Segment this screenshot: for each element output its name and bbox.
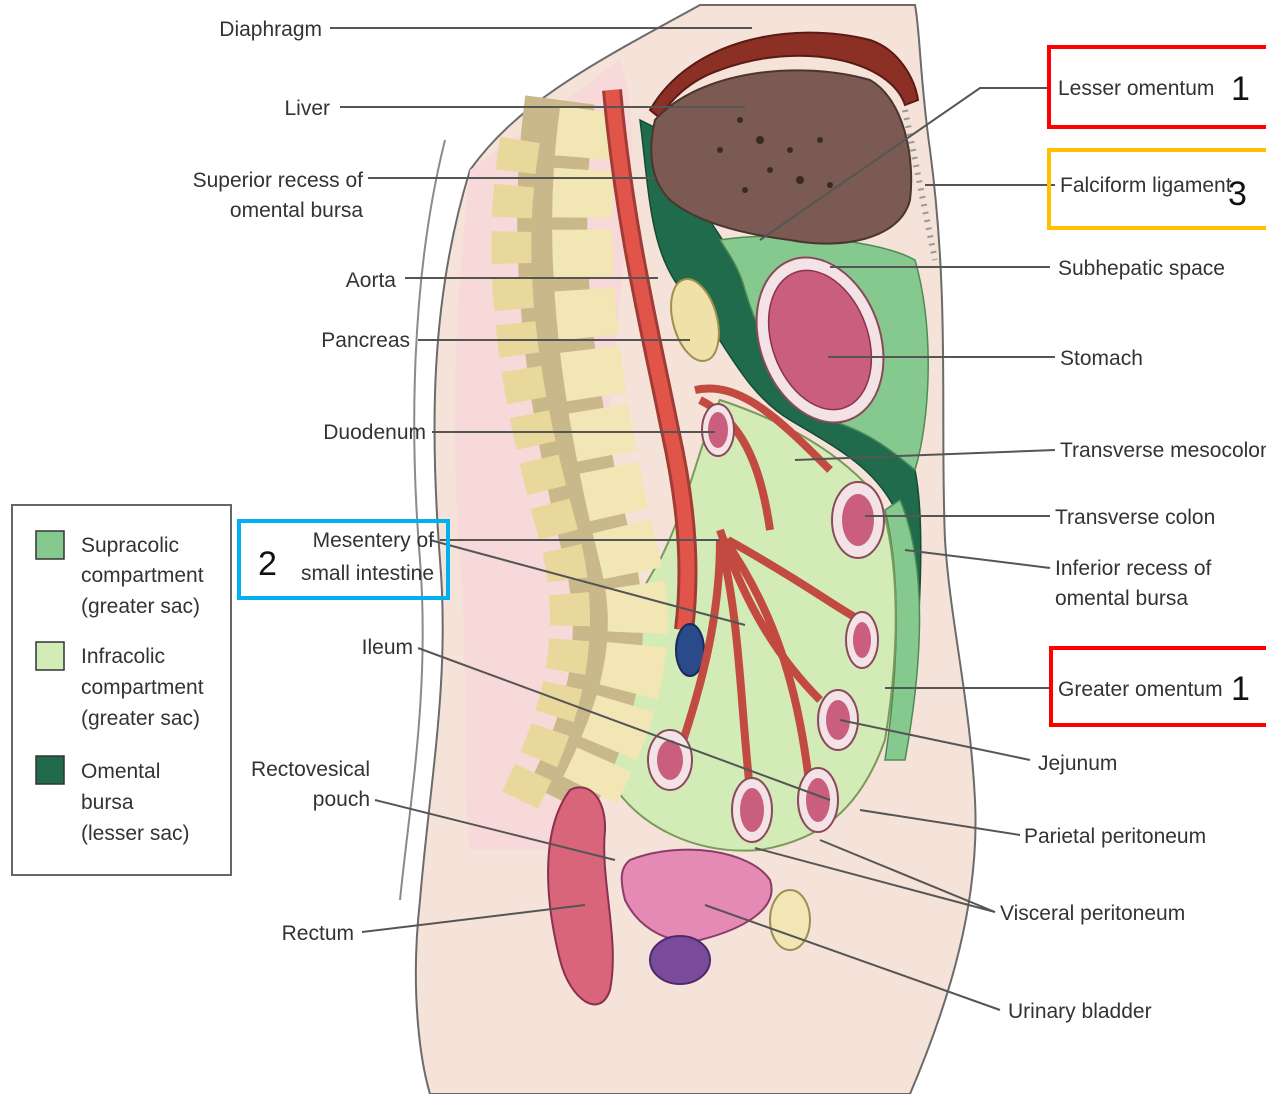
legend-supracolic-2: compartment [81,564,204,587]
label-subhepatic: Subhepatic space [1058,257,1225,280]
label-visceral-peritoneum: Visceral peritoneum [1000,902,1185,925]
legend-swatch-infracolic [36,642,64,670]
legend-omental-1: Omental [81,760,160,783]
labels-right: Lesser omentum Falciform ligament Subhep… [1000,77,1266,1023]
num-mesentery: 2 [258,545,277,583]
legend-infracolic-1: Infracolic [81,645,165,668]
label-duodenum: Duodenum [323,421,426,444]
legend-swatch-omental-bursa [36,756,64,784]
label-rectovesical-1: Rectovesical [251,758,370,781]
label-lesser-omentum: Lesser omentum [1058,77,1214,100]
label-superior-recess-1: Superior recess of [193,169,364,192]
vena-cava [676,624,704,676]
legend-supracolic-1: Supracolic [81,534,179,557]
label-transverse-mesocolon: Transverse mesocolon [1060,439,1266,462]
label-rectum: Rectum [282,922,354,945]
legend-infracolic-3: (greater sac) [81,707,200,730]
legend-infracolic-2: compartment [81,676,204,699]
label-transverse-colon: Transverse colon [1055,506,1215,529]
legend-swatch-supracolic [36,531,64,559]
label-falciform: Falciform ligament [1060,174,1232,197]
legend-supracolic-3: (greater sac) [81,595,200,618]
duodenum-lumen [708,412,728,448]
num-lesser-omentum: 1 [1231,70,1250,108]
label-urinary-bladder: Urinary bladder [1008,1000,1152,1023]
legend-omental-3: (lesser sac) [81,822,190,845]
label-diaphragm: Diaphragm [219,18,322,41]
label-liver: Liver [284,97,330,120]
label-jejunum: Jejunum [1038,752,1117,775]
label-parietal-peritoneum: Parietal peritoneum [1024,825,1206,848]
legend-omental-2: bursa [81,791,134,814]
num-greater-omentum: 1 [1231,670,1250,708]
label-aorta: Aorta [346,269,397,292]
label-superior-recess-2: omental bursa [230,199,363,222]
label-mesentery-2: small intestine [301,562,434,585]
label-pancreas: Pancreas [321,329,410,352]
label-greater-omentum: Greater omentum [1058,678,1223,701]
label-rectovesical-2: pouch [313,788,370,811]
label-inferior-recess-2: omental bursa [1055,587,1188,610]
legend: Supracolic compartment (greater sac) Inf… [12,505,231,875]
label-mesentery-1: Mesentery of [313,529,435,552]
label-ileum: Ileum [362,636,413,659]
label-inferior-recess-1: Inferior recess of [1055,557,1212,580]
label-stomach: Stomach [1060,347,1143,370]
num-falciform: 3 [1228,175,1247,213]
prostate-shape [650,936,710,984]
